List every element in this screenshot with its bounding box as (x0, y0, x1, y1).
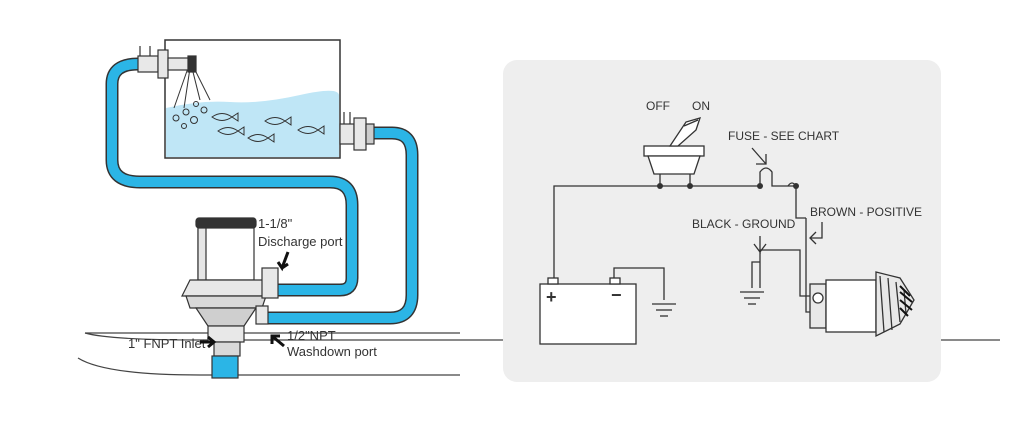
inlet-blue (211, 355, 239, 379)
discharge-arrow (276, 251, 290, 272)
brown-positive-label: BROWN - POSITIVE (810, 205, 922, 219)
wiring-diagram: OFF ON FUSE - SEE CHART + − BLACK - GROU… (503, 60, 941, 382)
fuse-node-right (793, 183, 799, 189)
tank-bubbles (172, 101, 208, 129)
hose-return-fill (264, 128, 417, 323)
fuse-node-left (757, 183, 763, 189)
fuse-label: FUSE - SEE CHART (728, 129, 840, 143)
tank-fitting-side (339, 112, 375, 151)
battery-icon (539, 277, 637, 345)
hose-intake-fill (107, 59, 357, 295)
ground-icon-battery (652, 303, 676, 317)
pump-motor-icon (809, 271, 915, 338)
brown-positive-arrow (809, 222, 823, 245)
fish-icons (211, 112, 325, 143)
black-ground-arrow (753, 236, 767, 254)
washdown-port-label: Washdown port (287, 344, 377, 359)
tank-fitting-top (137, 46, 197, 79)
pump-diagram: 1-1/8" Discharge port 1" FNPT Inlet 1/2"… (77, 39, 1000, 379)
inlet-arrow (200, 335, 217, 349)
spray-fan (173, 67, 211, 109)
washdown-arrow (270, 334, 285, 348)
tank-water (166, 90, 340, 157)
ground-icon-pump (740, 261, 764, 305)
washdown-size-label: 1/2"NPT (287, 328, 336, 343)
switch-off-label: OFF (646, 99, 670, 113)
black-ground-label: BLACK - GROUND (692, 217, 796, 231)
fuse-arrow (751, 147, 767, 165)
toggle-switch-icon (643, 117, 705, 186)
switch-on-label: ON (692, 99, 710, 113)
inlet-label: 1" FNPT Inlet (128, 336, 206, 351)
hull-line-inner (77, 357, 460, 376)
discharge-port-label: Discharge port (258, 234, 343, 249)
hull-line-outer (84, 332, 1000, 341)
pump-body (181, 217, 279, 357)
battery-minus-label: − (611, 285, 622, 305)
battery-plus-label: + (546, 287, 557, 307)
discharge-size-label: 1-1/8" (258, 216, 293, 231)
